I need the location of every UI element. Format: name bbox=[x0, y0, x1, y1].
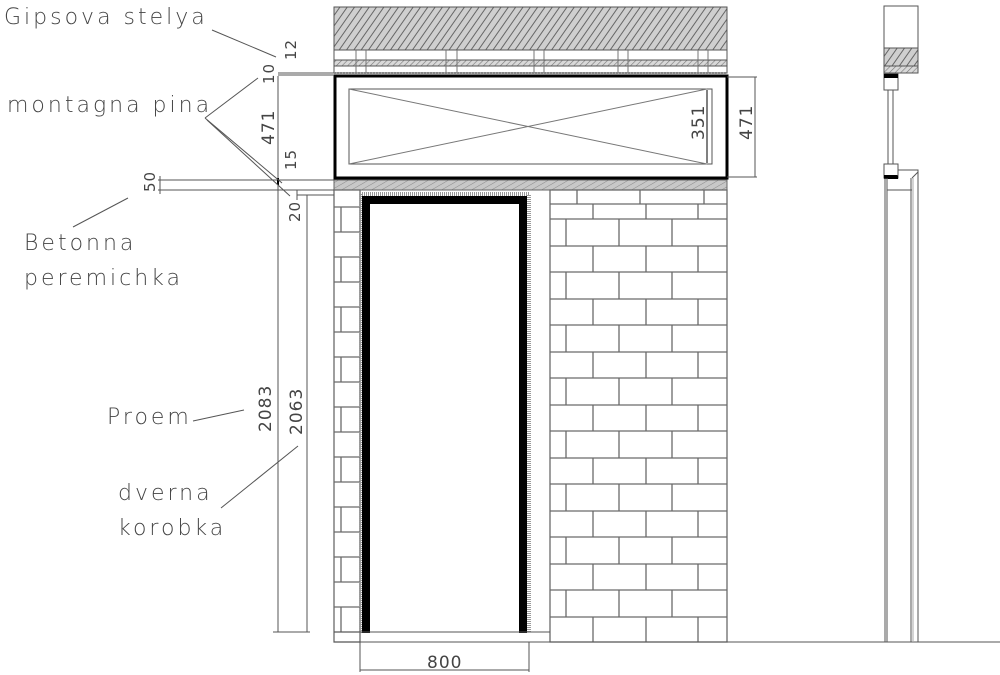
label-mounting-foam: montagna pina bbox=[7, 93, 212, 118]
concrete-lintel bbox=[333, 179, 728, 191]
dim-foam-top: 10 bbox=[260, 63, 278, 84]
dim-frame-height: 2063 bbox=[287, 388, 307, 435]
dim-chain-left bbox=[158, 72, 334, 633]
label-concrete-lintel-1: Betonna bbox=[24, 231, 136, 256]
label-opening: Proem bbox=[107, 405, 192, 430]
label-door-frame-2: korobka bbox=[118, 516, 226, 541]
ceiling-slab bbox=[333, 6, 728, 74]
svg-text:471: 471 bbox=[737, 105, 757, 140]
dim-window-left: 471 bbox=[259, 110, 279, 145]
door-frame bbox=[359, 192, 531, 633]
dim-opening-height: 2083 bbox=[256, 385, 276, 432]
transom-window: 351 bbox=[333, 74, 729, 180]
left-brick-column bbox=[333, 189, 361, 643]
dim-foam-bottom: 15 bbox=[282, 149, 300, 170]
dim-door-width bbox=[359, 642, 530, 672]
dim-gap: 20 bbox=[286, 201, 304, 222]
dim-glass-height: 351 bbox=[689, 105, 709, 140]
dim-window-right: 471 bbox=[727, 76, 757, 178]
dim-lintel: 50 bbox=[141, 171, 159, 192]
dim-gypsum: 12 bbox=[282, 39, 300, 60]
label-door-frame-1: dverna bbox=[118, 481, 213, 506]
dim-door-width-text: 800 bbox=[427, 653, 462, 673]
right-brick-wall bbox=[549, 189, 728, 643]
label-gypsum-board: Gipsova stelya bbox=[4, 5, 208, 30]
label-concrete-lintel-2: peremichka bbox=[24, 266, 183, 291]
section-view bbox=[883, 5, 919, 642]
